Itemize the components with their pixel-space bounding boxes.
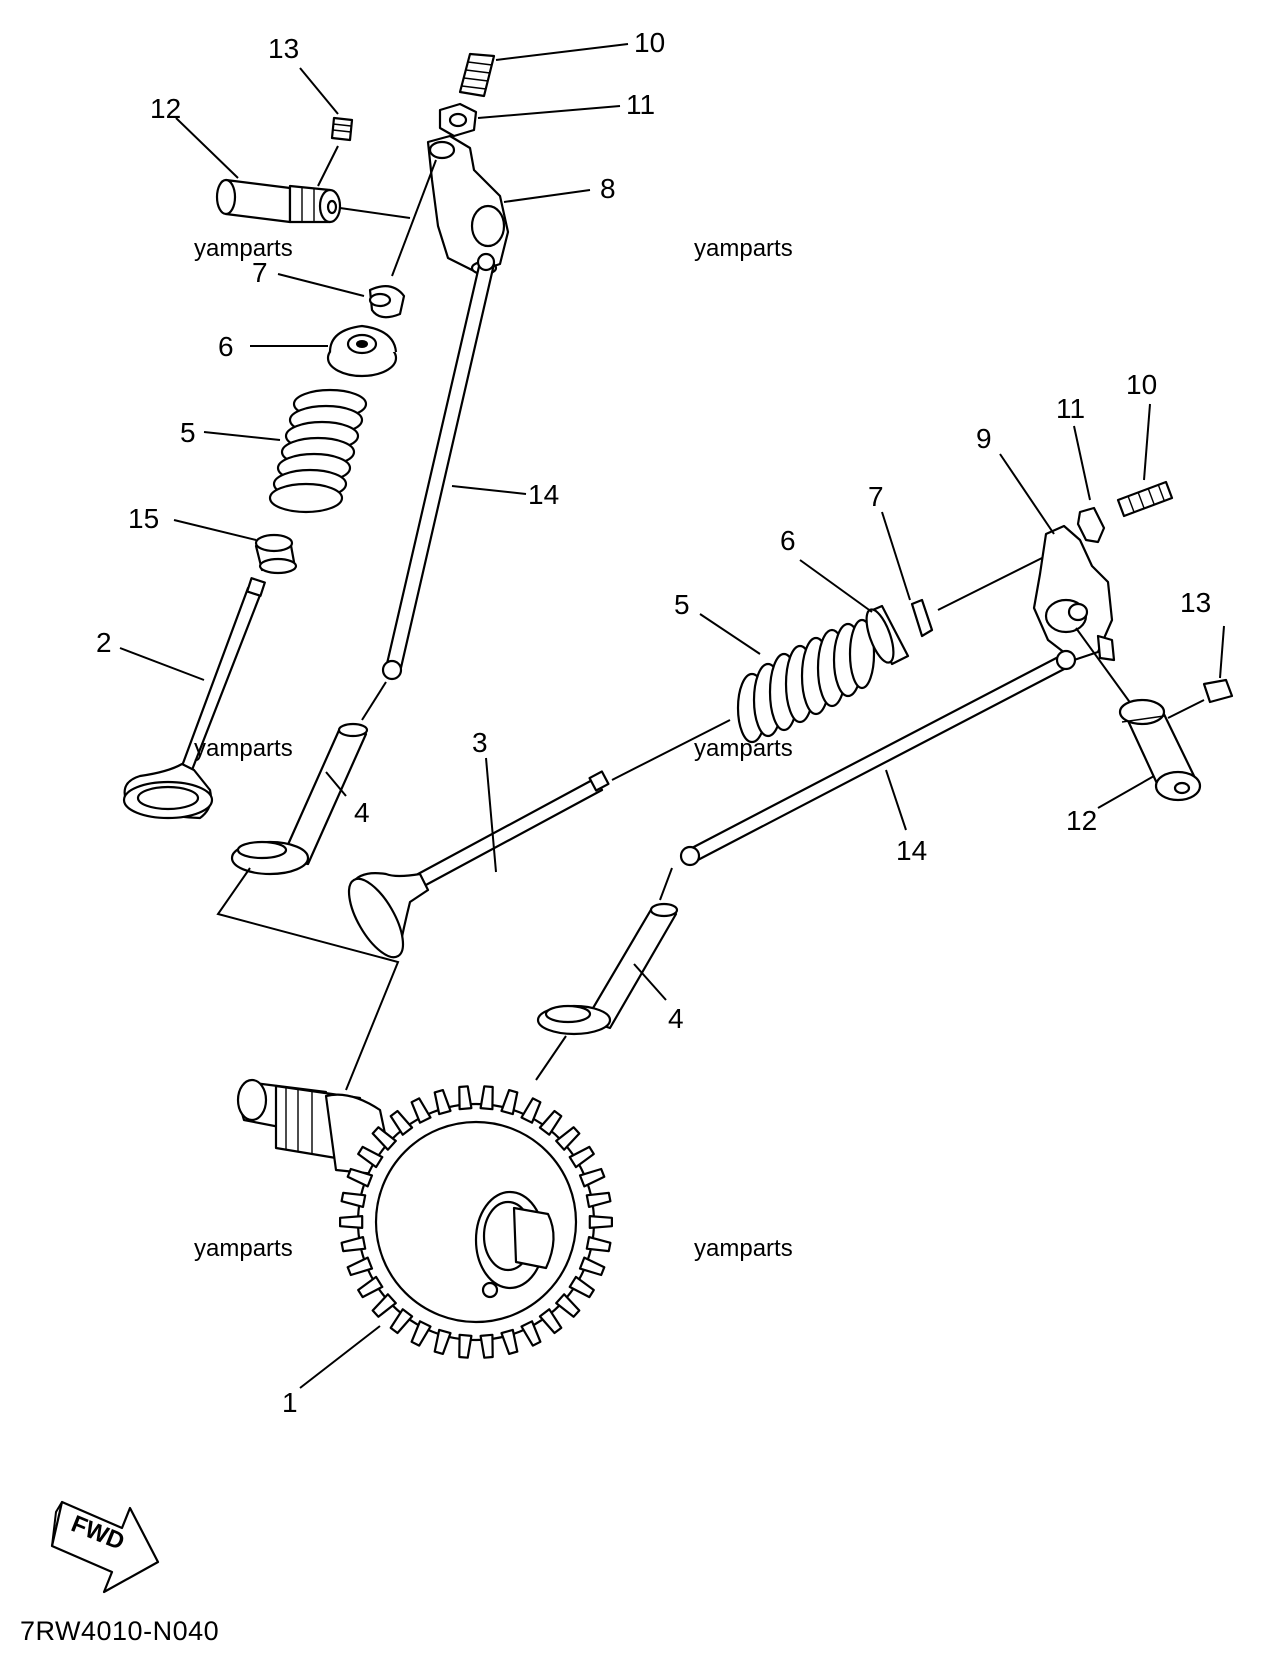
- part-15-stem-seal: [254, 533, 298, 575]
- callout-5: 5: [180, 417, 196, 448]
- gear-tooth: [555, 1293, 581, 1318]
- gear-tooth: [410, 1097, 432, 1124]
- gear-tooth: [346, 1256, 374, 1277]
- callout-1: 1: [282, 1387, 298, 1418]
- part-11-nut-upper: [438, 102, 478, 138]
- part-7-collet-upper: [368, 285, 406, 319]
- callout-10: 10: [1126, 369, 1157, 400]
- watermark: yamparts: [694, 1235, 793, 1262]
- part-7-collet-right: [910, 598, 934, 638]
- gear-tooth: [588, 1215, 613, 1229]
- gear-tooth: [578, 1167, 606, 1188]
- gear-tooth: [520, 1320, 542, 1347]
- gear-tooth: [340, 1236, 367, 1253]
- gear-tooth: [389, 1109, 414, 1136]
- callout-13: 13: [1180, 587, 1211, 618]
- gear-tooth: [346, 1167, 374, 1188]
- gear-tooth: [371, 1126, 397, 1151]
- part-4-tappet-lower: [536, 902, 679, 1036]
- watermark: yamparts: [194, 735, 293, 762]
- callout-10: 10: [634, 27, 665, 58]
- part-13-screw-right: [1202, 678, 1234, 704]
- gear-tooth: [585, 1191, 612, 1208]
- gear-tooth: [500, 1328, 519, 1355]
- part-11-nut-right: [1076, 506, 1106, 544]
- callout-14: 14: [528, 479, 559, 510]
- gear-tooth: [458, 1333, 473, 1359]
- gear-tooth: [555, 1126, 581, 1151]
- gear-tooth: [578, 1256, 606, 1277]
- watermarks: yamparts yamparts yamparts yamparts yamp…: [194, 235, 793, 1262]
- gear-tooth: [479, 1333, 494, 1359]
- part-4-tappet-upper: [230, 722, 369, 876]
- callout-12: 12: [1066, 805, 1097, 836]
- gear-tooth: [568, 1145, 595, 1169]
- callout-leaders: [119, 43, 1225, 1389]
- part-2-valve: [122, 577, 266, 820]
- part-13-screw-upper: [330, 116, 354, 142]
- part-8-rocker-arm-upper: [426, 134, 510, 276]
- part-10-adjust-screw-right: [1116, 480, 1174, 518]
- gear-tooth: [389, 1308, 414, 1335]
- callout-8: 8: [600, 173, 616, 204]
- gear-teeth: [339, 1085, 613, 1359]
- diagram-code: 7RW4010-N040: [20, 1616, 219, 1646]
- callout-12: 12: [150, 93, 181, 124]
- callout-3: 3: [472, 727, 488, 758]
- gear-tooth: [568, 1275, 595, 1299]
- gear-tooth: [433, 1089, 452, 1116]
- part-14-push-rod-upper: [381, 252, 496, 681]
- callout-14: 14: [896, 835, 927, 866]
- callout-4: 4: [354, 797, 370, 828]
- watermark: yamparts: [694, 735, 793, 762]
- gear-tooth: [585, 1236, 612, 1253]
- callout-4: 4: [668, 1003, 684, 1034]
- callout-7: 7: [868, 481, 884, 512]
- callout-6: 6: [780, 525, 796, 556]
- gear-tooth: [357, 1275, 384, 1299]
- callout-numbers: 13 12 10 11 8 7 6 5 15 14 2 4 10 11 9 7 …: [96, 27, 1211, 1418]
- part-14-push-rod-right: [679, 649, 1077, 867]
- watermark: yamparts: [694, 235, 793, 262]
- part-12-rocker-shaft-right: [1118, 698, 1202, 802]
- fwd-arrow-icon: FWD: [50, 1500, 160, 1594]
- gear-tooth: [357, 1145, 384, 1169]
- part-10-adjust-screw-upper: [458, 52, 496, 98]
- gear-tooth: [340, 1191, 367, 1208]
- gear-tooth: [538, 1109, 563, 1136]
- gear-tooth: [433, 1328, 452, 1355]
- callout-7: 7: [252, 257, 268, 288]
- gear-tooth: [479, 1085, 494, 1111]
- callout-15: 15: [128, 503, 159, 534]
- part-1-camshaft-gear: [236, 1078, 613, 1359]
- callout-5: 5: [674, 589, 690, 620]
- callout-2: 2: [96, 627, 112, 658]
- gear-tooth: [371, 1293, 397, 1318]
- gear-tooth: [339, 1215, 364, 1229]
- leader-line: [216, 867, 400, 1091]
- part-6-retainer-right: [865, 604, 910, 666]
- part-6-retainer-upper: [326, 324, 398, 378]
- part-3-valve: [347, 770, 610, 959]
- part-5-valve-spring-right: [736, 618, 876, 744]
- gear-tooth: [500, 1089, 519, 1116]
- callout-6: 6: [218, 331, 234, 362]
- gear-tooth: [458, 1085, 473, 1111]
- part-5-valve-spring-upper: [268, 388, 368, 514]
- watermark: yamparts: [194, 235, 293, 262]
- gear-tooth: [538, 1308, 563, 1335]
- gear-tooth: [520, 1097, 542, 1124]
- callout-13: 13: [268, 33, 299, 64]
- callout-11: 11: [626, 89, 655, 120]
- gear-tooth: [410, 1320, 432, 1347]
- leader-line: [339, 207, 411, 219]
- watermark: yamparts: [194, 1235, 293, 1262]
- callout-11: 11: [1056, 393, 1085, 424]
- part-9-rocker-arm-right: [1032, 524, 1116, 662]
- callout-9: 9: [976, 423, 992, 454]
- part-12-rocker-shaft-upper: [215, 178, 342, 224]
